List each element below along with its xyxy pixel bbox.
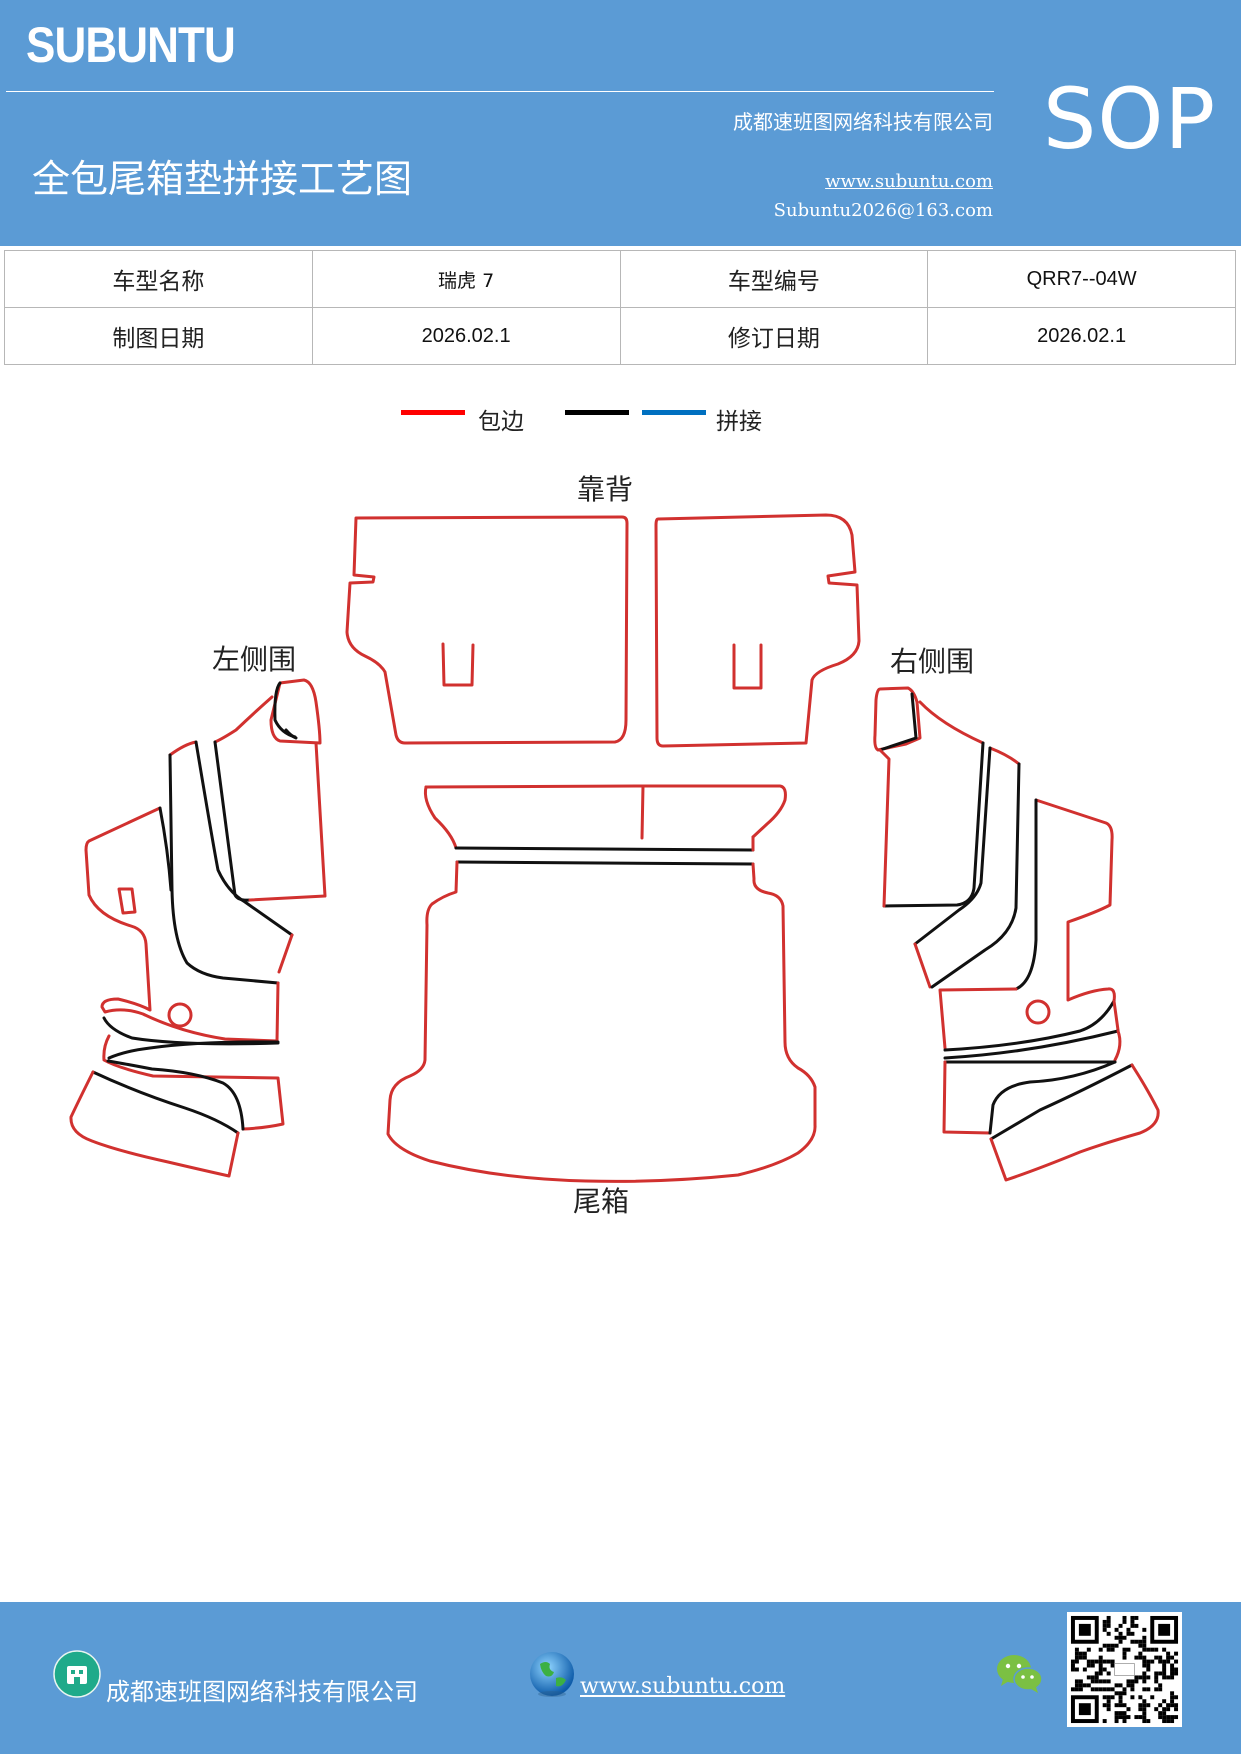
legend-black-swatch — [565, 410, 629, 415]
footer-website-link[interactable]: www.subuntu.com — [580, 1674, 786, 1699]
header-email: Subuntu2026@163.com — [773, 200, 993, 221]
header-divider — [6, 91, 994, 92]
model-name-value: 瑞虎 7 — [311, 250, 621, 308]
brand-logo: SUBUNTU — [26, 17, 236, 73]
revise-date-value: 2026.02.1 — [927, 307, 1236, 365]
model-name-label: 车型名称 — [4, 250, 313, 308]
header-company: 成都速班图网络科技有限公司 — [733, 110, 993, 134]
model-code-label: 车型编号 — [619, 250, 929, 308]
left-side-label: 左侧围 — [212, 643, 297, 676]
revise-date-label: 修订日期 — [619, 307, 929, 365]
wechat-icon[interactable] — [995, 1652, 1043, 1696]
backrest-left-panel — [345, 515, 629, 745]
left-side-panel — [69, 678, 327, 1178]
sop-label: SOP — [1043, 70, 1217, 168]
backrest-right-panel — [654, 513, 861, 748]
page-title: 全包尾箱垫拼接工艺图 — [32, 157, 413, 201]
right-side-label: 右侧围 — [890, 645, 975, 678]
table-row: 制图日期 2026.02.1 修订日期 2026.02.1 — [4, 307, 1236, 365]
building-icon — [53, 1650, 101, 1698]
table-row: 车型名称 瑞虎 7 车型编号 QRR7--04W — [4, 250, 1236, 308]
right-side-panel — [873, 686, 1160, 1182]
draw-date-value: 2026.02.1 — [311, 307, 621, 365]
header-website-link[interactable]: www.subuntu.com — [825, 171, 993, 192]
backrest-label: 靠背 — [577, 473, 634, 506]
qr-code-icon — [1067, 1612, 1182, 1727]
trunk-mat — [386, 860, 817, 1183]
legend-edge-swatch — [401, 410, 465, 415]
footer-company: 成都速班图网络科技有限公司 — [106, 1678, 418, 1706]
vehicle-info-table: 车型名称 瑞虎 7 车型编号 QRR7--04W 制图日期 2026.02.1 … — [4, 250, 1236, 365]
draw-date-label: 制图日期 — [4, 307, 313, 365]
model-code-value: QRR7--04W — [927, 250, 1236, 308]
footer-banner: 成都速班图网络科技有限公司 www.subuntu.com — [0, 1602, 1241, 1754]
globe-icon — [530, 1652, 574, 1697]
legend-seam-swatch — [642, 410, 706, 415]
trunk-label: 尾箱 — [573, 1185, 630, 1218]
legend-edge-label: 包边 — [478, 409, 524, 435]
legend: 包边 拼接 — [0, 400, 1241, 440]
header-banner: SUBUNTU 成都速班图网络科技有限公司 SOP 全包尾箱垫拼接工艺图 www… — [0, 0, 1241, 246]
divider-strip — [423, 784, 787, 852]
legend-seam-label: 拼接 — [716, 409, 762, 435]
mat-splicing-diagram — [69, 513, 1160, 1183]
